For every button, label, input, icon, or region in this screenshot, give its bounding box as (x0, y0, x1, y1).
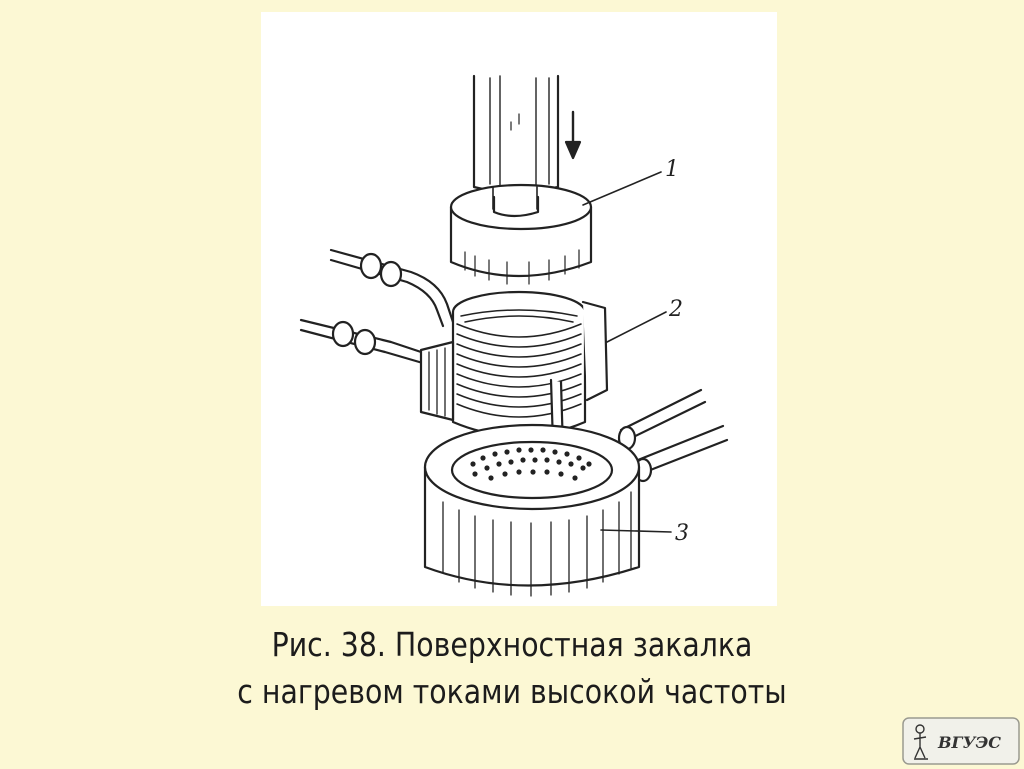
callout-label-3: 3 (675, 521, 689, 546)
down-arrow-icon (564, 110, 582, 160)
inductor-coil (419, 290, 609, 452)
callout-label-2: 2 (668, 297, 683, 322)
logo-text: ВГУЭС (937, 733, 1001, 752)
workpiece-disc (449, 183, 593, 285)
sprayer-ring (423, 423, 641, 597)
callout-leader-2 (606, 311, 667, 343)
workpiece-shaft (472, 74, 560, 194)
university-logo: ВГУЭС (902, 717, 1020, 765)
logo-figure-icon (913, 724, 928, 760)
caption-line-2: с нагревом токами высокой частоты (237, 672, 787, 711)
callout-leader-3 (600, 529, 672, 533)
hf-hardening-diagram: 1 (299, 74, 729, 597)
callout-label-1: 1 (665, 157, 679, 182)
callout-leader-1 (582, 171, 662, 206)
figure-panel: 1 (261, 12, 777, 606)
caption-line-1: Рис. 38. Поверхностная закалка (271, 625, 753, 664)
inductor-leads (299, 248, 455, 368)
